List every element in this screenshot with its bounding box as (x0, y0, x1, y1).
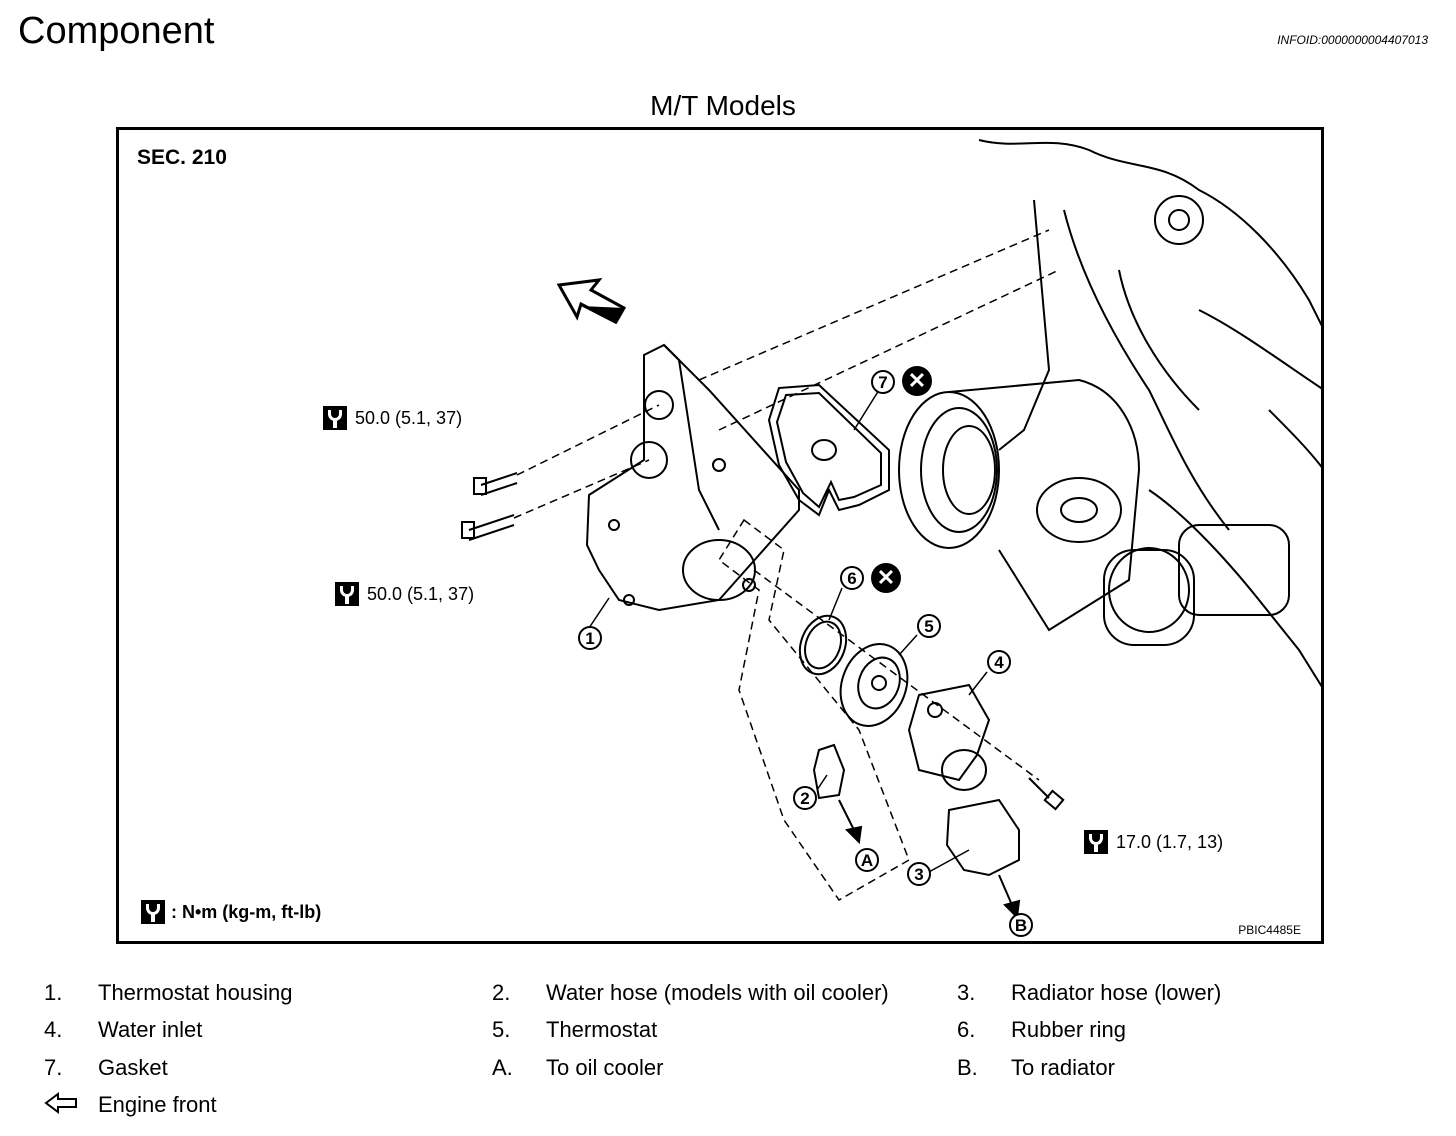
alignment-lines (513, 229, 1060, 901)
engine-front-legend: Engine front (44, 1092, 217, 1120)
figure-title: M/T Models (650, 90, 796, 121)
callout-1: 1 (578, 626, 602, 650)
list-item: B.To radiator (957, 1055, 1115, 1080)
diagram-drawing (461, 139, 1321, 920)
engine-front-arrow-icon (44, 1092, 98, 1120)
callout-7: 7 (871, 370, 895, 394)
list-item: 1.Thermostat housing (44, 980, 293, 1005)
callout-5: 5 (917, 614, 941, 638)
callout-6: 6 (840, 566, 864, 590)
component-diagram: SEC. 210 50.0 (5.1, 37) 50.0 (5.1, 37) 1… (116, 127, 1324, 944)
parts-list: 1.Thermostat housing 2.Water hose (model… (0, 975, 1456, 1135)
page-title: Component (18, 10, 215, 52)
replace-part-icon: ✕ (871, 563, 901, 593)
callout-4: 4 (987, 650, 1011, 674)
list-item: 5.Thermostat (492, 1017, 658, 1042)
section-number: SEC. 210 (137, 146, 227, 169)
callout-a: A (855, 848, 879, 872)
replace-part-icon: ✕ (902, 366, 932, 396)
torque-wrench-icon (323, 406, 347, 430)
callout-2: 2 (793, 786, 817, 810)
callout-leaders (588, 389, 988, 874)
engine-block-drawing (461, 139, 1321, 877)
torque-wrench-icon (335, 582, 359, 606)
list-item: 7.Gasket (44, 1055, 168, 1080)
torque-spec-water-inlet: 17.0 (1.7, 13) (1084, 830, 1223, 854)
torque-wrench-icon (141, 900, 165, 924)
torque-unit-legend: : N•m (kg-m, ft-lb) (141, 900, 321, 924)
torque-spec-upper: 50.0 (5.1, 37) (323, 406, 462, 430)
list-item: 6.Rubber ring (957, 1017, 1126, 1042)
info-id: INFOID:0000000004407013 (1277, 33, 1428, 47)
list-item: 3.Radiator hose (lower) (957, 980, 1222, 1005)
flow-arrows (838, 799, 1021, 920)
torque-wrench-icon (1084, 830, 1108, 854)
callout-3: 3 (907, 862, 931, 886)
torque-spec-lower: 50.0 (5.1, 37) (335, 582, 474, 606)
figure-code: PBIC4485E (1238, 923, 1301, 937)
callout-b: B (1009, 913, 1033, 937)
engine-front-arrow-icon (556, 278, 627, 324)
list-item: 4.Water inlet (44, 1017, 203, 1042)
list-item: A.To oil cooler (492, 1055, 664, 1080)
list-item: 2.Water hose (models with oil cooler) (492, 980, 889, 1005)
